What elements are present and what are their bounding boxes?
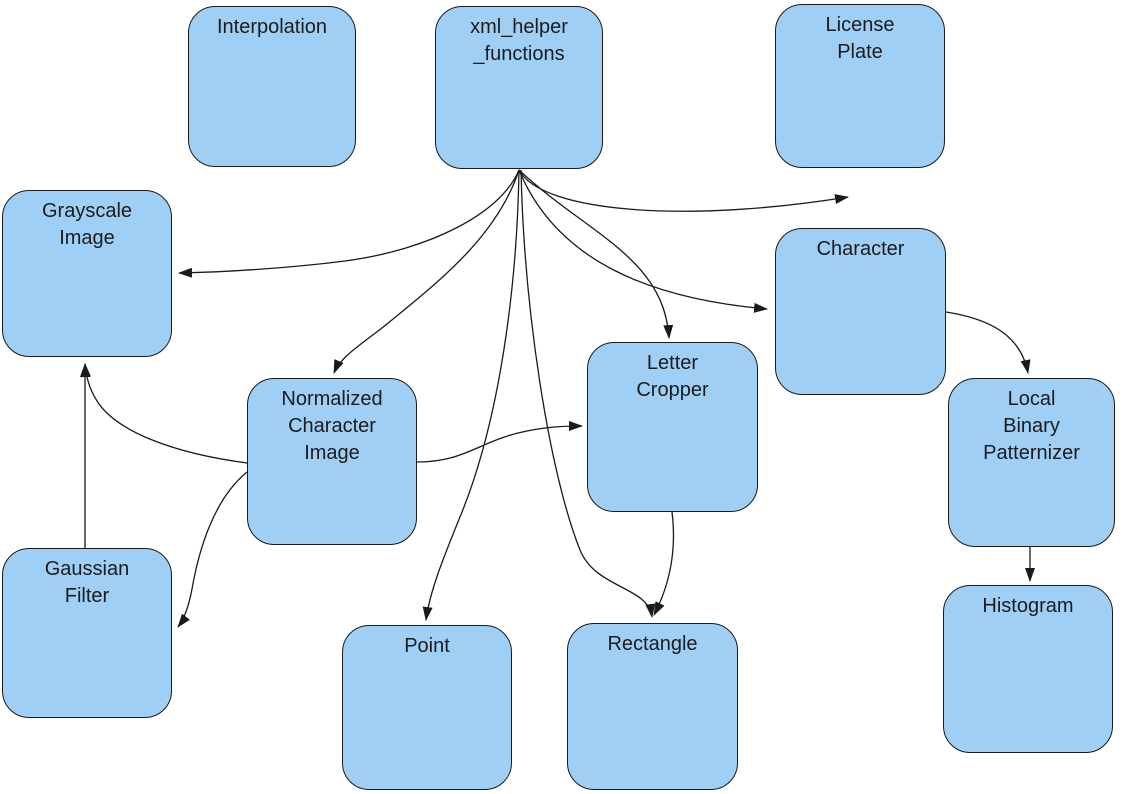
edge-xml-helper-functions-to-grayscale-image	[178, 169, 520, 278]
edge-letter-cropper-to-rectangle	[653, 511, 675, 616]
node-local-binary-patternizer: Local Binary Patternizer	[948, 378, 1115, 547]
node-grayscale-image: Grayscale Image	[2, 190, 172, 357]
edge-xml-helper-functions-to-letter-cropper	[518, 169, 674, 339]
edge-xml-helper-functions-to-normalized-character-image	[333, 169, 520, 374]
edge-character-to-local-binary-patternizer	[945, 311, 1031, 374]
node-gaussian-filter: Gaussian Filter	[2, 548, 172, 718]
edge-normalized-character-image-to-letter-cropper	[416, 421, 583, 463]
node-letter-cropper: Letter Cropper	[587, 342, 758, 512]
node-point: Point	[342, 625, 512, 790]
node-rectangle: Rectangle	[567, 623, 738, 790]
edge-normalized-character-image-to-gaussian-filter	[177, 471, 248, 628]
node-character: Character	[775, 228, 946, 395]
node-license-plate: License Plate	[775, 4, 945, 168]
node-xml-helper-functions: xml_helper _functions	[435, 6, 603, 169]
edge-xml-helper-functions-to-license-plate	[518, 169, 849, 212]
edge-xml-helper-functions-to-rectangle	[520, 169, 656, 618]
edge-normalized-character-image-to-grayscale-image	[81, 363, 248, 464]
edge-xml-helper-functions-to-character	[518, 169, 768, 313]
node-interpolation: Interpolation	[188, 6, 356, 167]
node-normalized-character-image: Normalized Character Image	[247, 378, 417, 545]
node-histogram: Histogram	[943, 585, 1113, 753]
edge-xml-helper-functions-to-point	[422, 169, 520, 621]
